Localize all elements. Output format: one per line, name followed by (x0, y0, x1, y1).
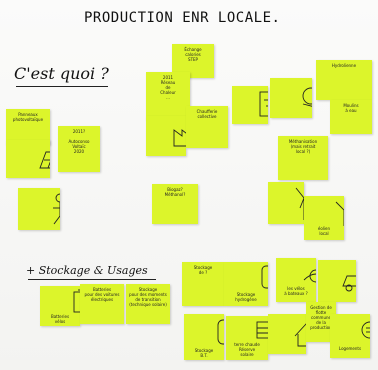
tank-icon (217, 319, 224, 345)
note-text: éolien local (317, 226, 331, 236)
sticky-note-biogas[interactable]: Biogaz? Méthanol? (152, 184, 198, 224)
note-text: Batteries vélos (50, 314, 70, 324)
sticky-note-person[interactable] (18, 188, 60, 230)
sticky-note-car[interactable] (318, 260, 356, 302)
storage-rack-icon (256, 321, 268, 339)
section-heading-storage: + Stockage & Usages (26, 264, 148, 277)
sticky-note-hydrolienne[interactable]: Hydrolienne (316, 60, 372, 100)
section-underline (28, 279, 156, 280)
sticky-note-boats[interactable]: les vélos à bateaux ? (276, 258, 316, 302)
note-text: Échange calories STEP (184, 47, 202, 62)
sticky-note-methanisation[interactable]: Méthanisation (mais retrait local ?) (278, 136, 328, 180)
sticky-note-solar-reserve[interactable]: terre chaude Réserve solaire (226, 316, 268, 360)
section-heading-what: C'est quoi ? (14, 64, 109, 83)
note-text: 2011 Réseau de Chaleur ... (160, 75, 176, 100)
sticky-note-wind-turbine[interactable] (268, 182, 304, 224)
sticky-note-autoconso[interactable]: 2011? Autoconso Voltaïc 2020 (58, 126, 100, 172)
boiler-icon (259, 91, 268, 117)
solar-panel-icon (39, 151, 50, 169)
note-text: Logements (338, 346, 362, 351)
hydrogen-icon (302, 87, 312, 107)
note-text: Stockage hydrogène (235, 292, 257, 302)
person-icon (53, 193, 60, 225)
battery-icon (73, 289, 80, 313)
car-icon (342, 275, 356, 292)
sticky-note-solar-panels[interactable]: Panneaux photovoltaïque (6, 109, 50, 145)
note-text: Hydrolienne (331, 63, 357, 68)
note-text: Gestion de flotte commune de la producti… (310, 305, 332, 330)
boat-icon (303, 269, 316, 283)
sticky-note-bike-batteries[interactable]: Batteries vélos (40, 286, 80, 326)
sticky-note-heat-network[interactable]: 2011 Réseau de Chaleur ... (146, 72, 190, 120)
sticky-note-car-batteries[interactable]: Batteries pour des voitures électriques (80, 284, 124, 324)
sticky-note-hydro[interactable] (270, 78, 312, 118)
sticky-note-heat-drawing[interactable] (146, 116, 186, 156)
sticky-note-watermills[interactable]: Moulins à eau (330, 100, 372, 134)
sticky-note-transition-storage[interactable]: Stockage pour des moments de transition … (126, 284, 170, 324)
note-text: les vélos à bateaux ? (284, 286, 308, 296)
note-text: Panneaux photovoltaïque (12, 112, 44, 122)
note-text: Batteries pour des voitures électriques (84, 287, 120, 302)
euro-icon (361, 321, 370, 339)
house-icon (294, 323, 306, 347)
sticky-note-hydrogen-storage[interactable]: Stockage hydrogène (224, 262, 268, 306)
note-text: Biogaz? Méthanol? (164, 187, 186, 197)
tank-icon (261, 265, 268, 289)
note-text: Chaufferie collective (196, 109, 218, 119)
note-text: Méthanisation (mais retrait local ?) (288, 139, 318, 154)
house-icon (79, 126, 100, 172)
factory-icon (173, 129, 186, 147)
sticky-note-storage-question[interactable]: Stockage de ? (182, 262, 224, 306)
note-text: Stockage B.T. (194, 348, 214, 358)
note-text: terre chaude Réserve solaire (234, 342, 260, 357)
note-text: 2011? Autoconso Voltaïc 2020 (68, 129, 90, 154)
wind-turbine-icon (335, 201, 344, 226)
board-title: PRODUCTION ENR LOCALE. (84, 10, 281, 26)
note-text: Stockage de ? (193, 265, 213, 275)
note-text: Moulins à eau (343, 103, 359, 113)
wind-turbine-icon (295, 187, 304, 220)
sticky-note-boiler-unit[interactable] (232, 86, 268, 124)
section-underline (16, 86, 108, 87)
note-text: Stockage pour des moments de transition … (129, 287, 167, 307)
sticky-note-local-wind[interactable]: éolien local (304, 196, 344, 240)
sticky-note-solar-grid[interactable] (6, 140, 50, 178)
sticky-note-boiler[interactable]: Chaufferie collective (186, 106, 228, 148)
sticky-note-pressure-storage[interactable]: Stockage B.T. (184, 314, 224, 360)
sticky-note-housing[interactable]: Logements (330, 314, 370, 358)
sticky-note-house-battery[interactable] (268, 314, 306, 354)
